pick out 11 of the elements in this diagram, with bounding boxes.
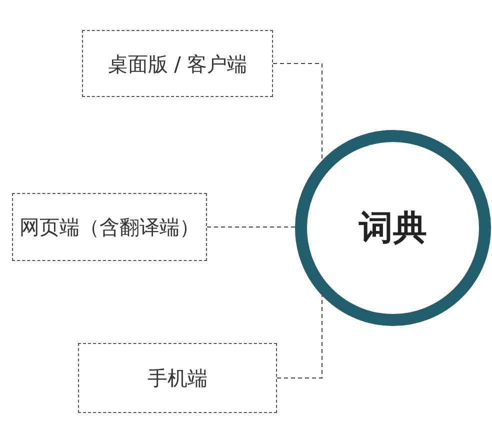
connector-line: [272, 63, 322, 161]
platform-box: [82, 30, 273, 97]
ring-circle: [295, 130, 491, 326]
box-label: 手机端: [148, 366, 208, 390]
platform-box: [12, 193, 207, 261]
box-label: 桌面版 / 客户端: [108, 52, 248, 76]
platform-box: [78, 343, 277, 413]
connector-line: [276, 295, 322, 378]
circle-title: 词典: [359, 208, 427, 248]
connector-line: [206, 226, 296, 228]
box-label: 网页端（含翻译端）: [20, 215, 200, 239]
